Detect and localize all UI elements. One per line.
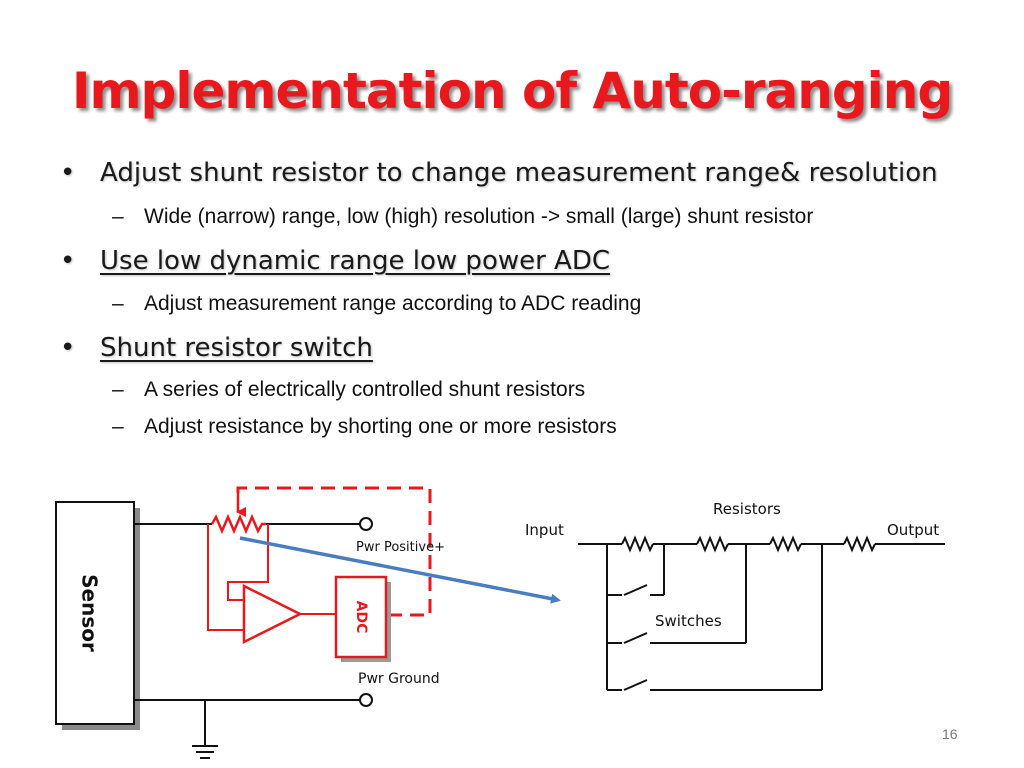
switch-2 — [623, 632, 648, 644]
opamp-triangle — [242, 583, 303, 645]
sensor-label: Sensor — [78, 574, 102, 652]
control-dashed-line — [236, 486, 432, 617]
sub-bullet-3-2: –Adjust resistance by shorting one or mo… — [112, 415, 617, 438]
pwr-positive-terminal — [359, 517, 373, 531]
sub-bullet-3-1: –A series of electrically controlled shu… — [112, 378, 586, 401]
zoom-arrow — [239, 536, 561, 604]
switches-label: Switches — [655, 612, 722, 630]
sub-bullet-1-1-text: Wide (narrow) range, low (high) resoluti… — [144, 205, 814, 228]
bullet-3: •Shunt resistor switch — [60, 333, 373, 363]
resistors-label: Resistors — [713, 500, 781, 518]
opamp-input-wire-bottom — [207, 524, 244, 631]
bullet-1-text: Adjust shunt resistor to change measurem… — [100, 158, 938, 188]
bullet-1: •Adjust shunt resistor to change measure… — [60, 158, 938, 188]
slide-title: Implementation of Auto-ranging — [71, 62, 953, 120]
bullet-3-text: Shunt resistor switch — [100, 333, 373, 363]
resistor-3 — [769, 535, 802, 553]
sub-bullet-2-1-text: Adjust measurement range according to AD… — [144, 292, 642, 315]
sub-bullet-3-2-text: Adjust resistance by shorting one or mor… — [144, 415, 617, 438]
resistor-1 — [621, 535, 654, 553]
pwr-ground-label: Pwr Ground — [358, 671, 440, 687]
resistor-2 — [696, 535, 729, 553]
adc-box — [334, 575, 388, 659]
left-circuit: Sensor ADC Pwr Positive+ Pwr Ground — [55, 486, 445, 759]
pwr-positive-label: Pwr Positive+ — [356, 540, 445, 555]
resistor-4 — [843, 535, 876, 553]
input-label: Input — [525, 521, 564, 539]
sensor-box — [55, 501, 135, 725]
output-label: Output — [887, 521, 939, 539]
opamp-input-wire-top — [227, 524, 269, 601]
sub-bullet-2-1: –Adjust measurement range according to A… — [112, 292, 642, 315]
variable-resistor — [210, 513, 266, 535]
page-number: 16 — [942, 726, 958, 742]
bullet-2: •Use low dynamic range low power ADC — [60, 246, 611, 276]
sub-bullet-3-1-text: A series of electrically controlled shun… — [144, 378, 586, 401]
adc-label: ADC — [353, 601, 369, 634]
switch-3 — [623, 679, 648, 691]
pwr-ground-terminal — [359, 693, 373, 707]
right-circuit: Input Output Resistors Switches — [525, 500, 945, 691]
bullet-2-text: Use low dynamic range low power ADC — [100, 246, 611, 276]
sub-bullet-1-1: –Wide (narrow) range, low (high) resolut… — [112, 205, 814, 228]
switch-1 — [623, 584, 648, 596]
